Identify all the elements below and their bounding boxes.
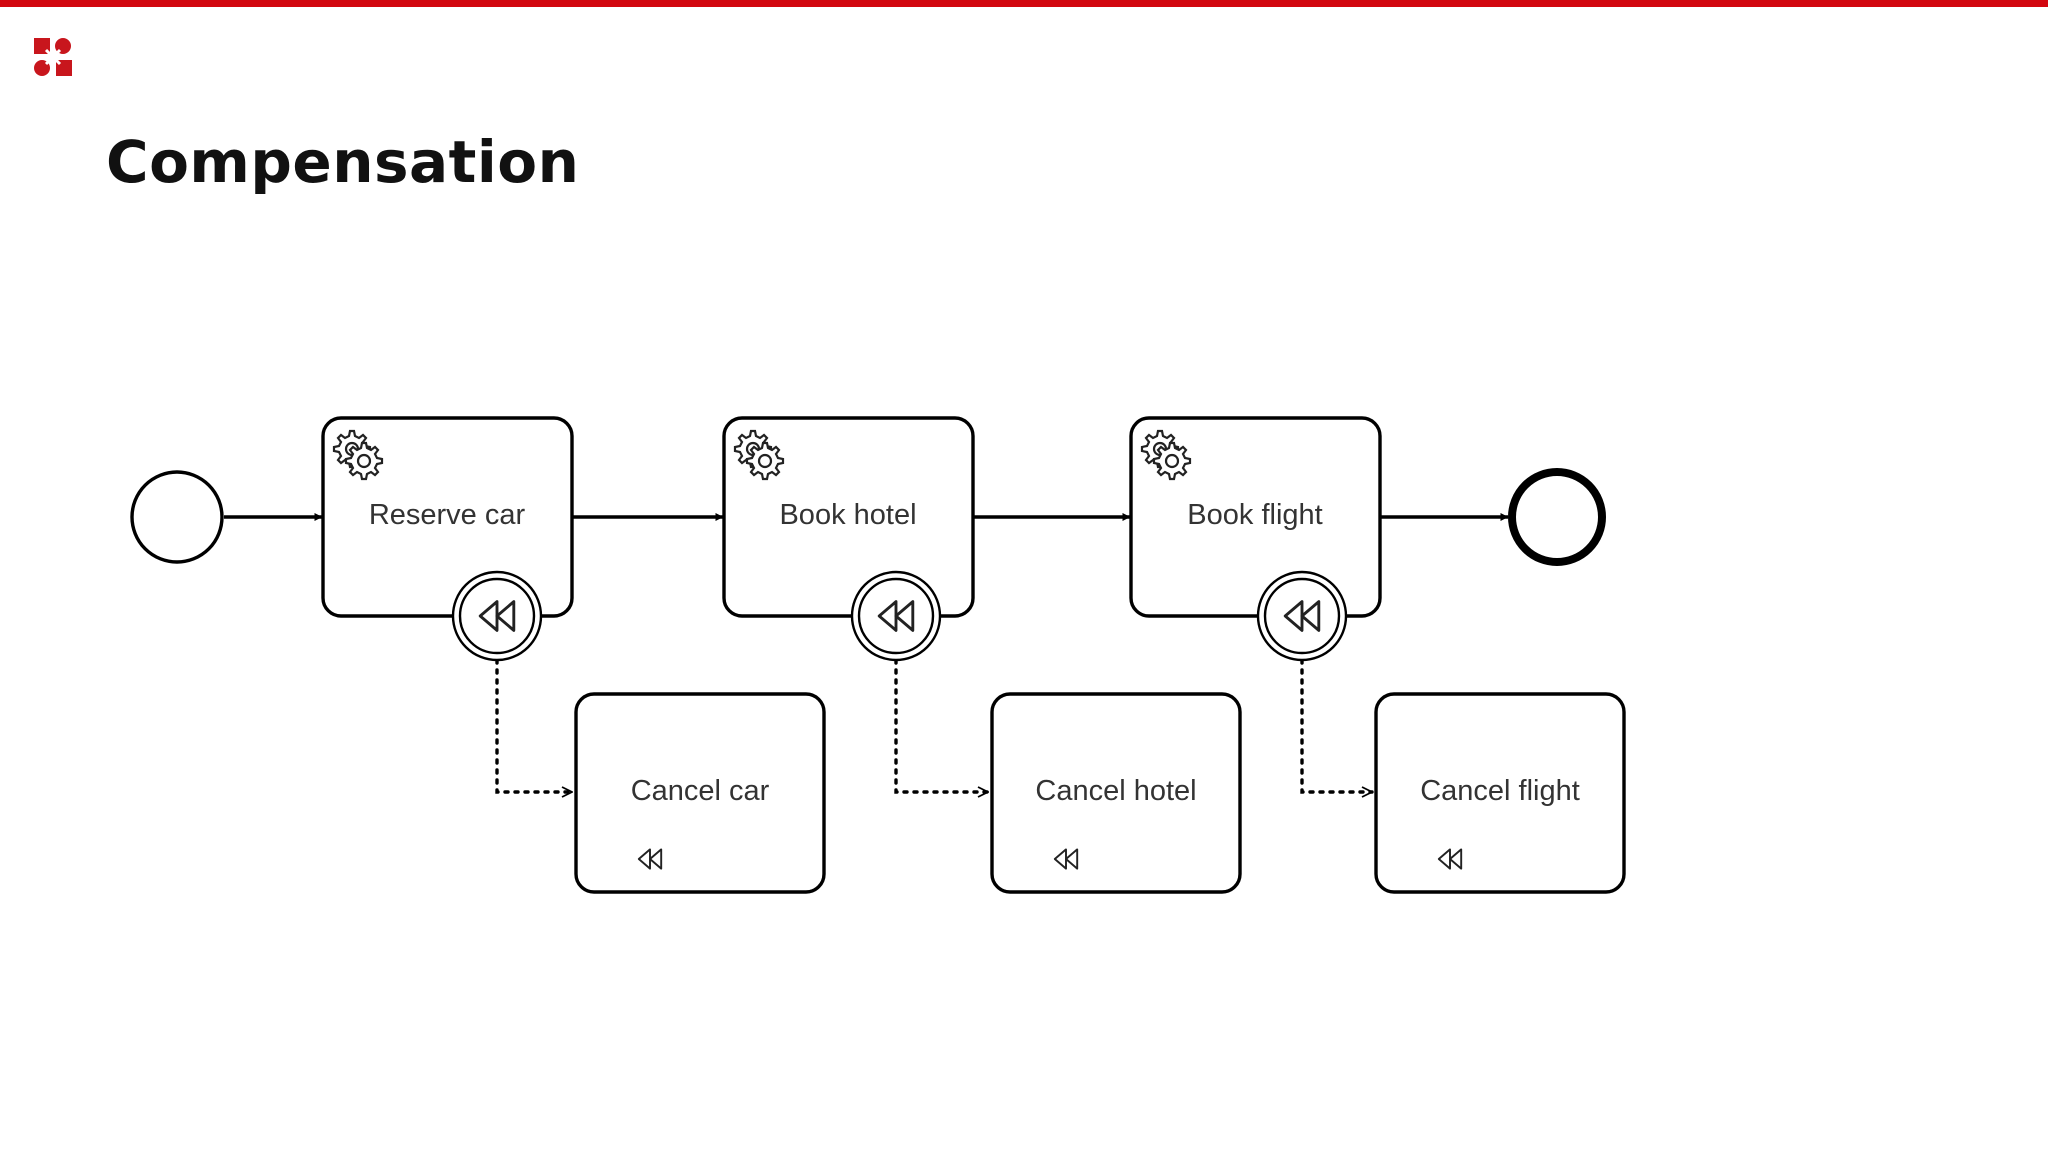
page-title: Compensation [106, 128, 580, 196]
camunda-logo-icon [34, 38, 72, 76]
task-label: Book flight [1187, 499, 1322, 531]
task-label: Cancel flight [1420, 775, 1580, 807]
task-label: Reserve car [369, 499, 526, 531]
task-book-hotel[interactable]: Book hotel [722, 416, 975, 618]
end-event-circle[interactable] [1508, 468, 1606, 566]
task-label: Book hotel [779, 499, 916, 531]
task-book-flight[interactable]: Book flight [1129, 416, 1382, 618]
boundary-event-reserve-car[interactable] [451, 570, 543, 662]
compensation-associations [495, 658, 1374, 792]
task-label: Cancel hotel [1035, 775, 1196, 807]
task-cancel-hotel[interactable]: Cancel hotel [990, 692, 1242, 894]
task-reserve-car[interactable]: Reserve car [321, 416, 574, 618]
task-cancel-car[interactable]: Cancel car [574, 692, 826, 894]
top-accent-bar [0, 0, 2048, 7]
task-label: Cancel car [631, 775, 770, 807]
task-cancel-flight[interactable]: Cancel flight [1374, 692, 1626, 894]
boundary-event-book-hotel[interactable] [850, 570, 942, 662]
start-event-circle[interactable] [130, 470, 224, 564]
boundary-event-book-flight[interactable] [1256, 570, 1348, 662]
